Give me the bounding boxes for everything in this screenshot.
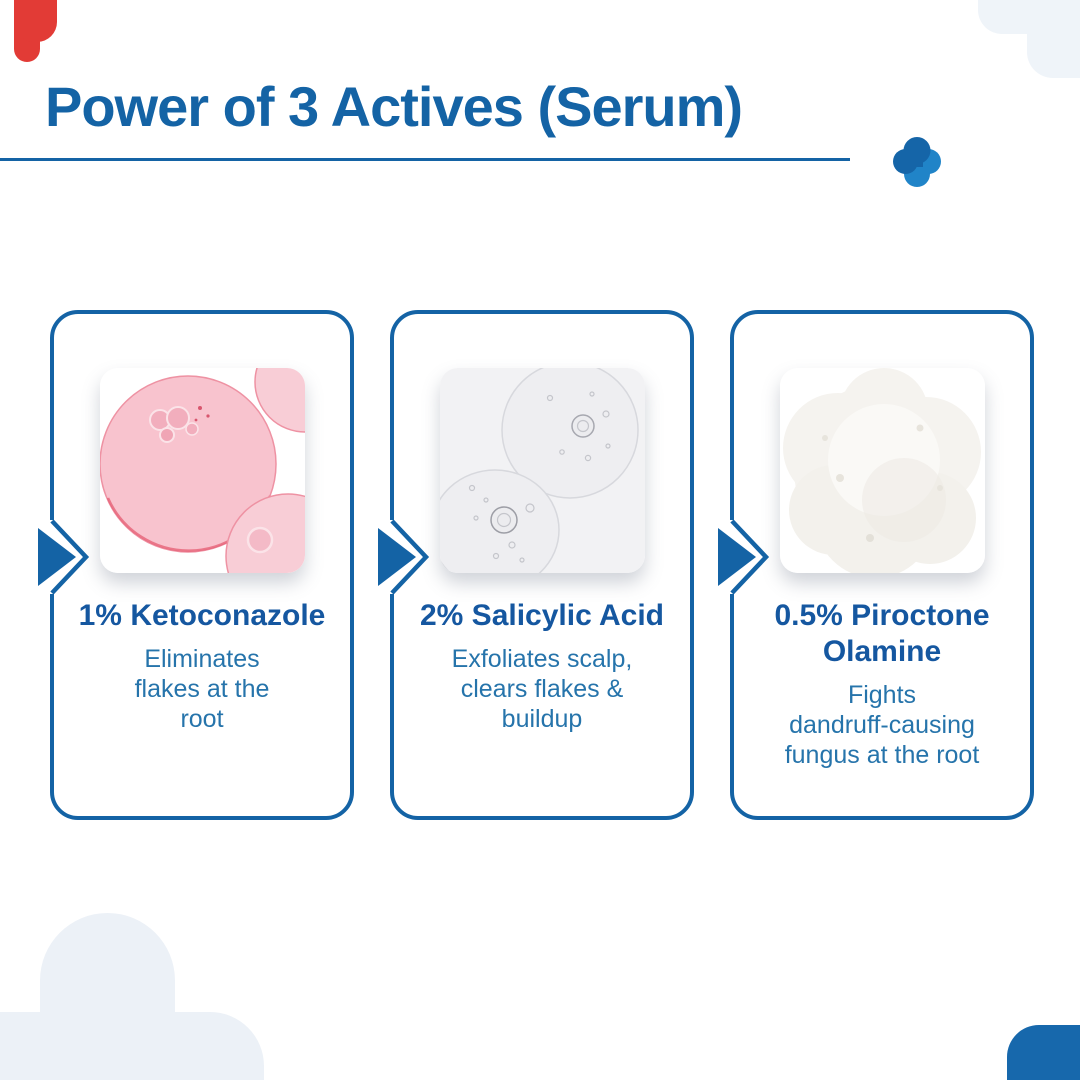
title-underline [0, 158, 850, 161]
decor-top-left-red-shape-lobe [14, 0, 57, 42]
card-heading: 2% Salicylic Acid [419, 599, 664, 632]
decor-top-right-cloud-lobe [1027, 0, 1080, 78]
card-description: Exfoliates scalp, clears flakes & buildu… [451, 645, 633, 733]
double-chevron-right-icon [378, 520, 430, 594]
card-ketoconazole: 1% Ketoconazole Eliminates flakes at the… [38, 310, 354, 820]
double-chevron-right-icon [38, 520, 90, 594]
double-chevron-right-icon [718, 520, 770, 594]
pink-serum-droplets-image [99, 368, 305, 573]
white-powder-image [779, 368, 985, 573]
card-heading: 0.5% Piroctone Olamine [774, 599, 990, 668]
card-salicylic-acid: 2% Salicylic Acid Exfoliates scalp, clea… [378, 310, 694, 820]
card-image [779, 368, 985, 573]
card-description: Eliminates flakes at the root [134, 645, 270, 733]
plus-icon [893, 137, 941, 187]
decor-bottom-right-blue-shape [1007, 1025, 1080, 1080]
cards-row: 1% Ketoconazole Eliminates flakes at the… [38, 310, 1034, 820]
page-title: Power of 3 Actives (Serum) [45, 75, 743, 138]
card-image [439, 368, 645, 573]
card-piroctone-olamine: 0.5% Piroctone Olamine Fights dandruff-c… [718, 310, 1034, 820]
card-image [99, 368, 305, 573]
clear-gel-droplets-image [439, 368, 645, 573]
decor-bottom-left-cloud-band [0, 1012, 264, 1080]
card-heading: 1% Ketoconazole [78, 599, 326, 632]
card-description: Fights dandruff-causing fungus at the ro… [784, 681, 980, 769]
